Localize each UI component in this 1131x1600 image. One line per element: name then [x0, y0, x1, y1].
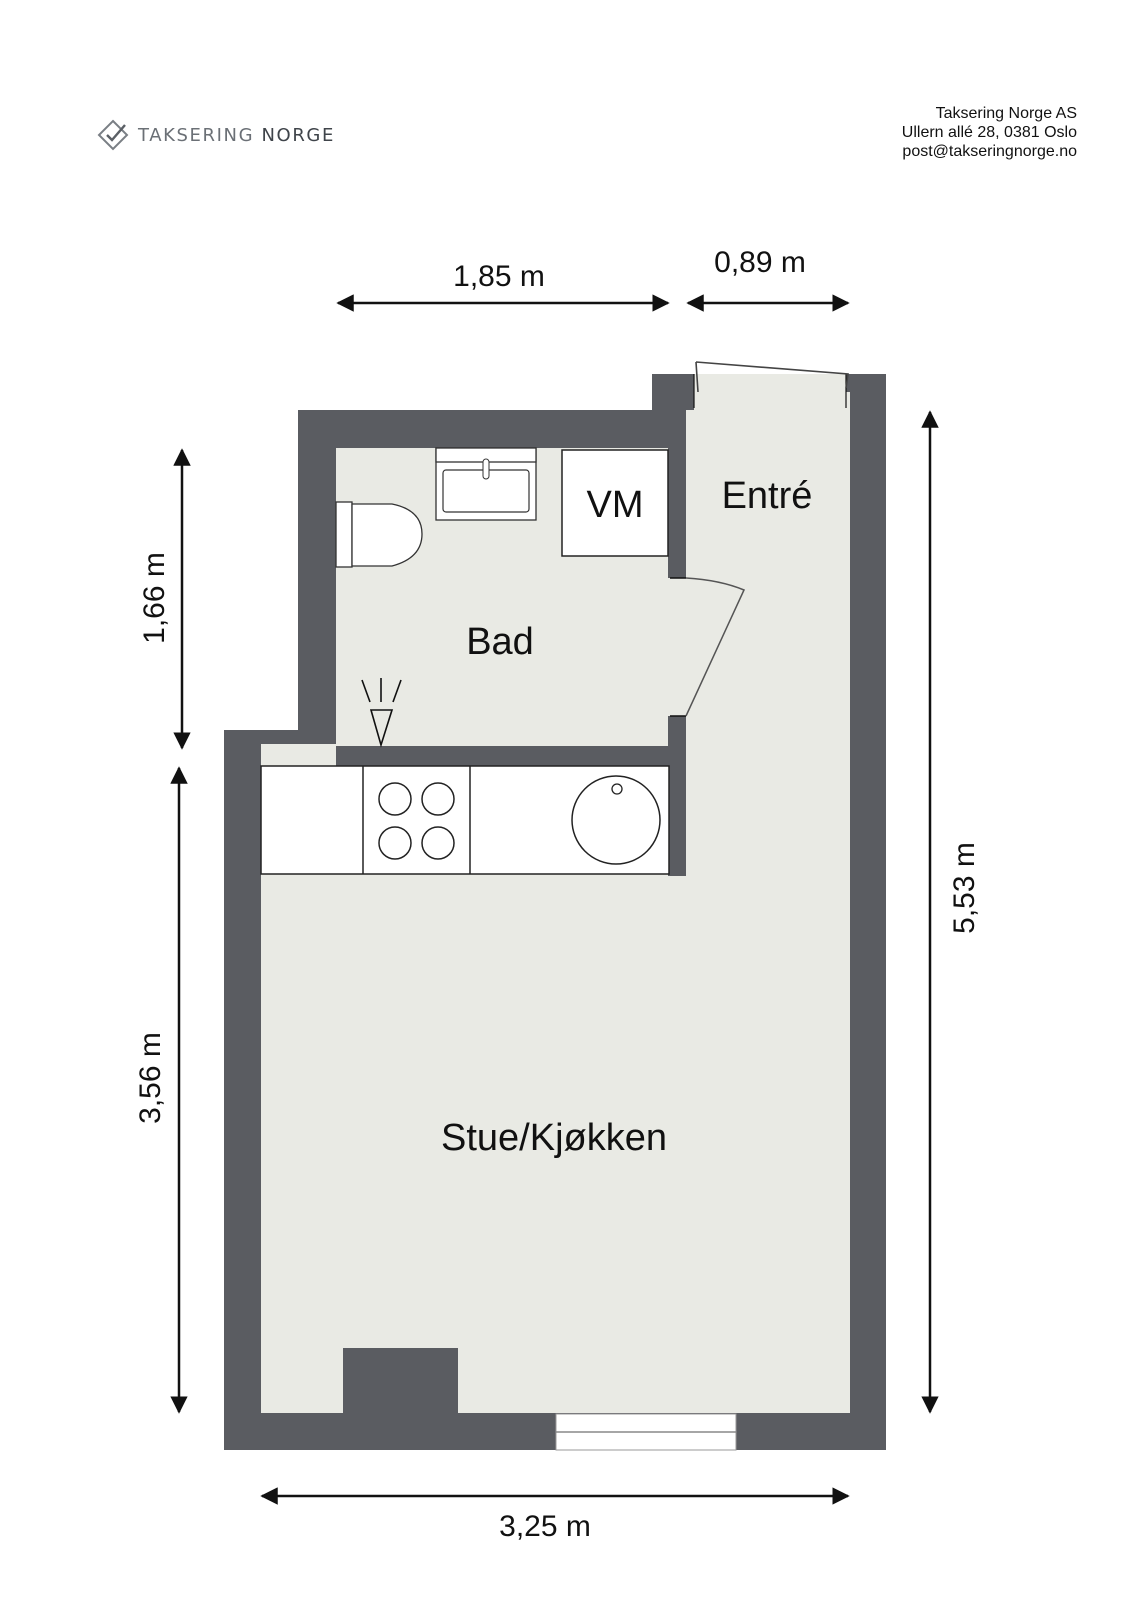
company-logo: TAKSERING NORGE	[96, 118, 335, 152]
kitchen-sink-icon	[571, 775, 661, 865]
floor-drain-icon	[361, 678, 402, 748]
entrance-door-opening	[694, 374, 846, 410]
bathroom-sink	[435, 447, 537, 521]
dim-label-left-bad: 1,66 m	[138, 552, 171, 644]
bathroom-door-leaf	[685, 577, 746, 717]
dim-label-top-entre: 0,89 m	[714, 246, 806, 279]
toilet	[335, 501, 423, 568]
wall-bad-entre-upper	[668, 410, 686, 578]
dim-label-bottom-total: 3,25 m	[499, 1510, 591, 1543]
logo-word-norge: NORGE	[261, 124, 335, 146]
company-name: Taksering Norge AS	[935, 105, 1077, 122]
company-address: Ullern allé 28, 0381 Oslo	[901, 124, 1077, 141]
wall-entre-top	[652, 374, 694, 410]
wall-stue-column	[343, 1348, 458, 1413]
company-email[interactable]: post@takseringnorge.no	[902, 143, 1077, 160]
dim-label-top-bad: 1,85 m	[453, 260, 545, 293]
company-info: Taksering Norge AS Ullern allé 28, 0381 …	[902, 104, 1077, 161]
wall-bad-bottom	[336, 746, 686, 766]
stove-icon	[378, 782, 455, 860]
logo-word-taksering: TAKSERING	[138, 124, 255, 146]
room-label-entre: Entré	[722, 475, 813, 517]
floor-entre-lower	[686, 720, 850, 880]
checkmark-diamond-icon	[97, 119, 129, 151]
wall-bad-entre-lower	[668, 716, 686, 876]
entrance-door-leaf	[695, 361, 849, 393]
washing-machine	[561, 449, 669, 557]
dim-label-right-total: 5,53 m	[948, 842, 981, 934]
room-label-bad: Bad	[466, 621, 534, 663]
dim-label-left-stue: 3,56 m	[134, 1032, 167, 1124]
room-label-stue: Stue/Kjøkken	[441, 1117, 667, 1159]
floor-stue	[261, 744, 850, 1413]
washing-machine-label: VM	[587, 484, 644, 526]
logo-wordmark: TAKSERING NORGE	[138, 125, 335, 146]
